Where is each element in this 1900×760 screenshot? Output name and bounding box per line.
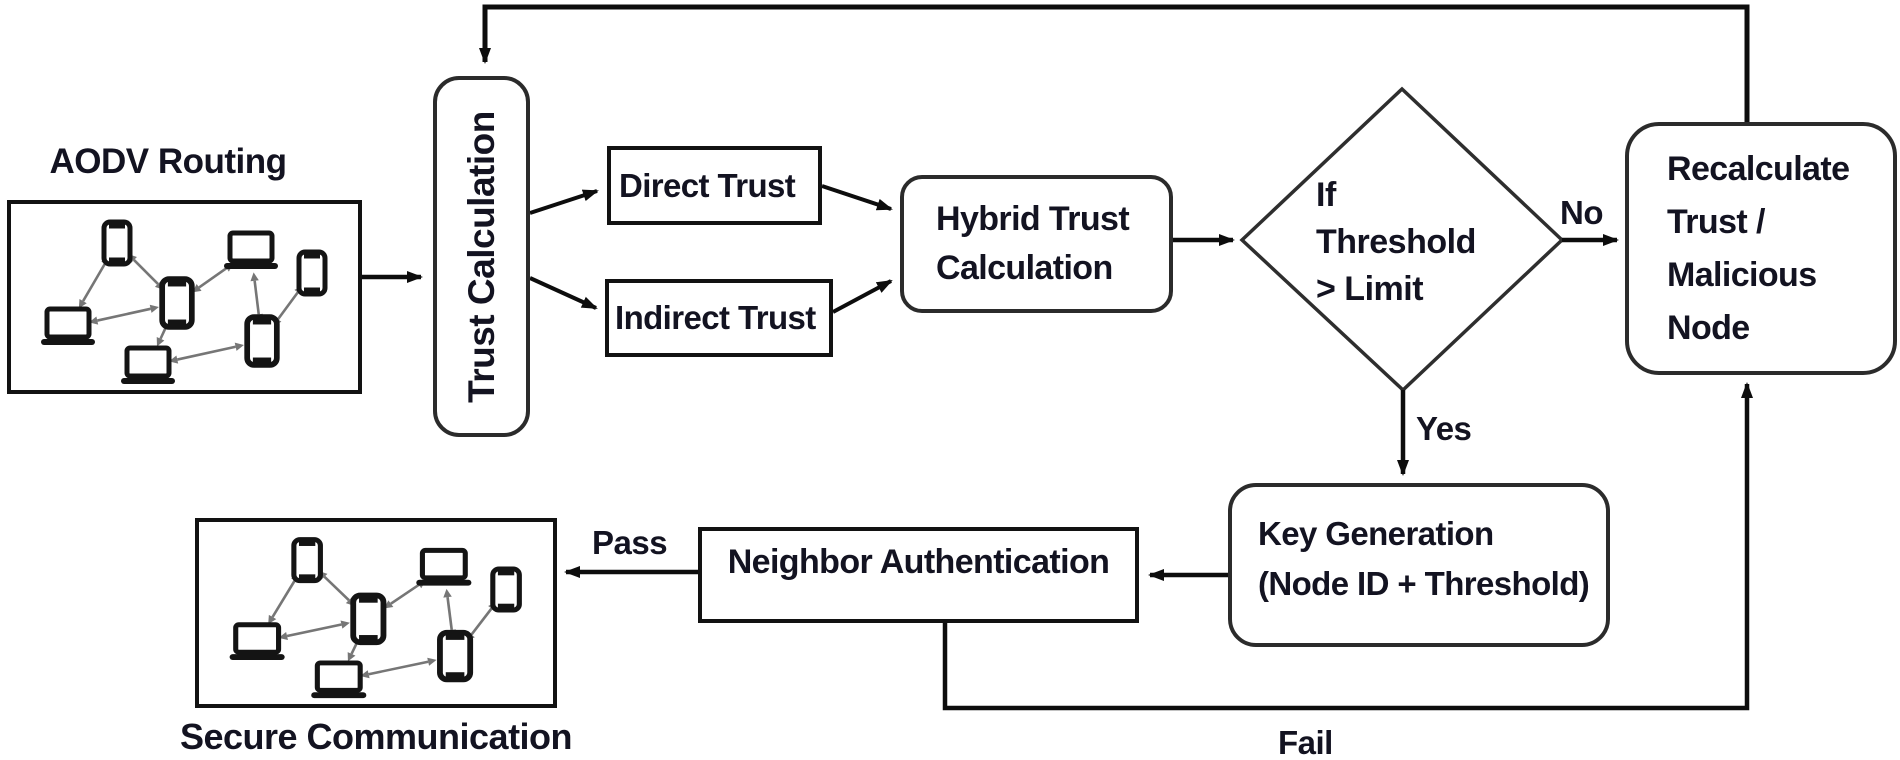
recalculate-line2: Trust /: [1667, 202, 1765, 241]
recalculate-line1: Recalculate: [1667, 149, 1850, 188]
phone-icon: [101, 219, 133, 267]
edge-trustcalc-to-indirect: [529, 276, 598, 310]
phone-icon: [350, 592, 387, 646]
phone-icon: [296, 249, 328, 297]
aodv-network-illustration: [41, 219, 328, 384]
recalculate-trust-node: Recalculate Trust / Malicious Node: [1625, 122, 1897, 375]
edge-fail-to-recalculate: [942, 382, 1753, 711]
secure-network-box: [195, 518, 557, 708]
laptop-icon: [311, 660, 367, 699]
decision-line2: Threshold: [1316, 223, 1476, 261]
laptop-icon: [41, 306, 95, 345]
direct-trust-node: Direct Trust: [607, 146, 822, 225]
decision-label: If Threshold > Limit: [1316, 172, 1476, 313]
edge-direct-to-hybrid: [821, 184, 893, 211]
phone-icon: [490, 566, 522, 613]
secure-communication-label: Secure Communication: [179, 716, 573, 757]
laptop-icon: [229, 622, 285, 660]
indirect-trust-node: Indirect Trust: [605, 279, 833, 357]
laptop-icon: [121, 345, 175, 384]
neighbor-authentication-node: Neighbor Authentication: [698, 527, 1139, 623]
phone-icon: [437, 629, 474, 683]
indirect-trust-label: Indirect Trust: [615, 299, 816, 336]
secure-network-illustration: [229, 537, 522, 699]
key-generation-line1: Key Generation: [1258, 515, 1494, 552]
edge-trustcalc-to-direct: [529, 189, 599, 215]
laptop-icon: [224, 230, 278, 269]
recalculate-line3: Malicious: [1667, 255, 1817, 294]
trust-calculation-label: Trust Calculation: [460, 110, 502, 403]
fail-edge-label: Fail: [1278, 724, 1333, 760]
key-generation-line2: (Node ID + Threshold): [1258, 565, 1590, 602]
direct-trust-label: Direct Trust: [619, 166, 796, 204]
hybrid-trust-calculation-node: Hybrid Trust Calculation: [900, 175, 1173, 313]
trust-calculation-node: Trust Calculation: [433, 76, 530, 437]
laptop-icon: [416, 547, 472, 586]
pass-edge-label: Pass: [592, 524, 668, 561]
yes-edge-label: Yes: [1416, 410, 1472, 447]
network-link: [88, 304, 159, 325]
phone-icon: [291, 537, 323, 584]
edge-recalculate-to-trustcalc: [479, 4, 1750, 122]
key-generation-node: Key Generation (Node ID + Threshold): [1228, 483, 1610, 647]
recalculate-line4: Node: [1667, 308, 1750, 347]
aodv-network-box: [7, 200, 362, 394]
hybrid-trust-line1: Hybrid Trust: [936, 200, 1130, 238]
aodv-routing-label: AODV Routing: [49, 142, 287, 181]
hybrid-trust-line2: Calculation: [936, 249, 1113, 287]
network-link: [278, 620, 350, 641]
no-edge-label: No: [1560, 194, 1604, 231]
phone-icon: [159, 276, 195, 330]
phone-icon: [244, 314, 280, 368]
neighbor-authentication-label: Neighbor Authentication: [727, 543, 1110, 581]
decision-line3: > Limit: [1316, 270, 1424, 308]
edge-indirect-to-hybrid: [832, 279, 893, 314]
network-link: [360, 657, 437, 679]
network-link: [169, 342, 244, 364]
decision-line1: If: [1316, 176, 1336, 214]
